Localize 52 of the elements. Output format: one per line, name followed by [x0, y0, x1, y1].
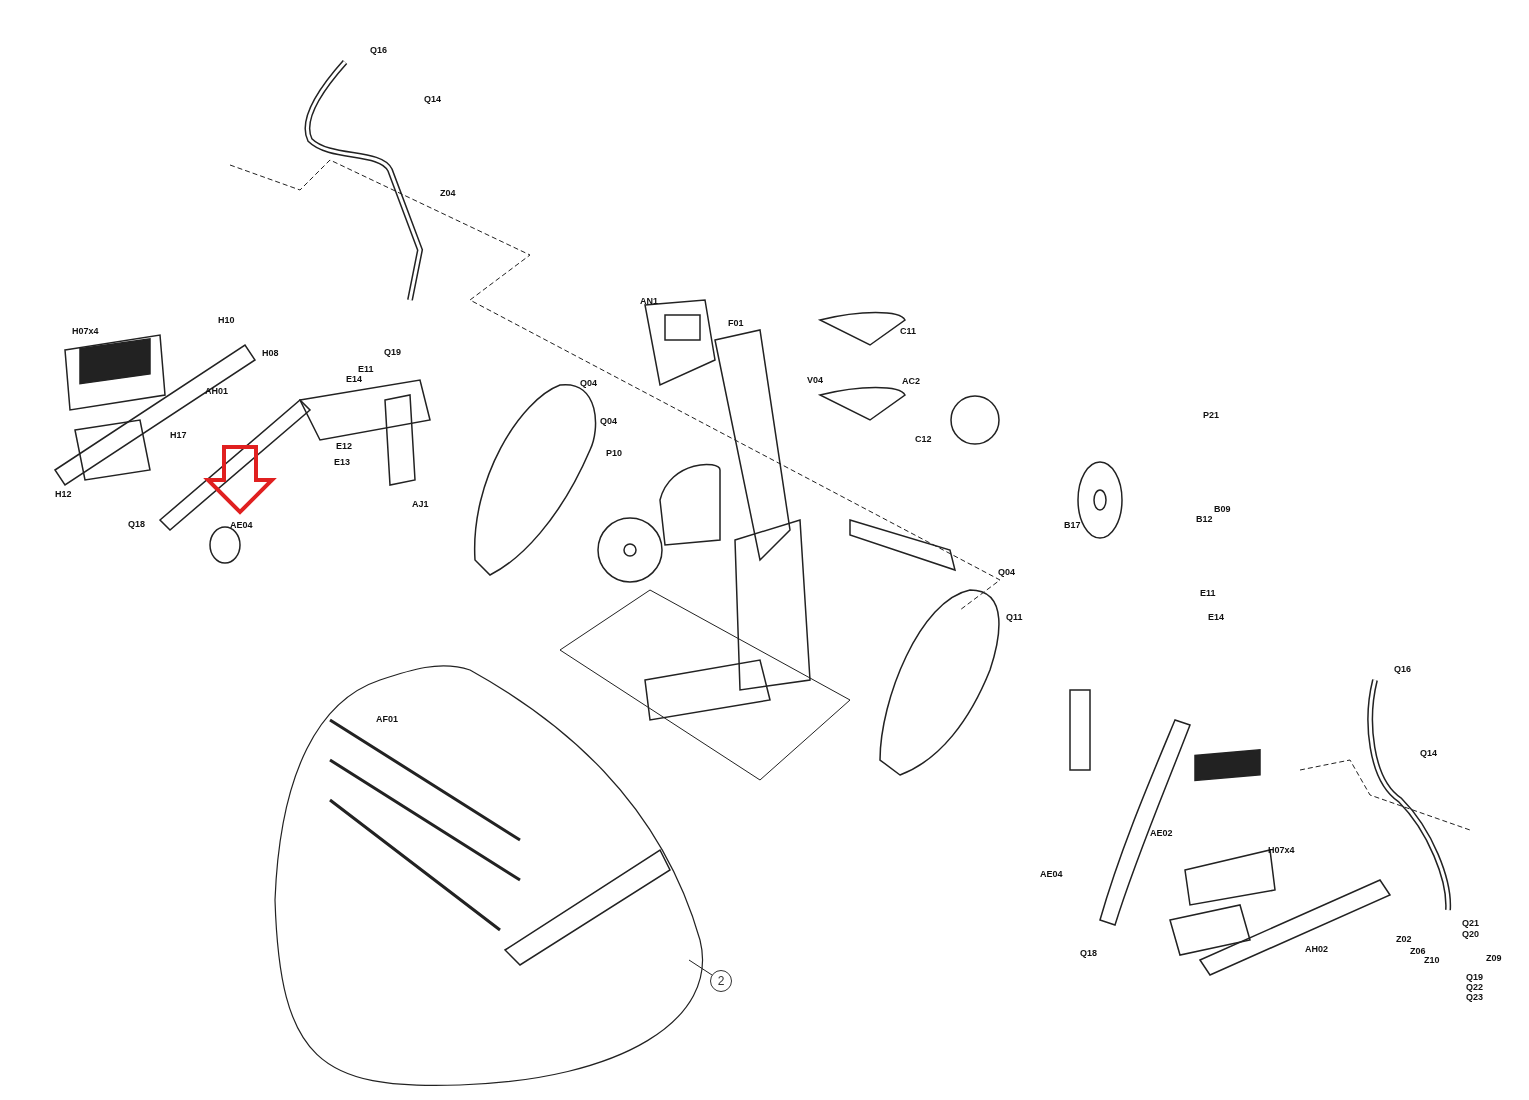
part-number: Q14 [424, 94, 441, 104]
part-number: V04 [807, 375, 823, 385]
part-number: Q16 [370, 45, 387, 55]
part-number: C11 [900, 326, 916, 336]
part-number: E12 [336, 441, 352, 451]
part-number: Q21 [1462, 918, 1479, 928]
part-number: F01 [728, 318, 744, 328]
part-number: AE04 [1040, 869, 1063, 879]
part-number: AJ1 [412, 499, 429, 509]
part-number: Q18 [128, 519, 145, 529]
part-number: P10 [606, 448, 622, 458]
part-number: AF01 [376, 714, 398, 724]
part-number: Q23 [1466, 992, 1483, 1002]
part-number: B17 [1064, 520, 1081, 530]
part-number: E11 [358, 364, 374, 374]
part-number: P21 [1203, 410, 1219, 420]
part-number: AC2 [902, 376, 920, 386]
part-number: B09 [1214, 504, 1231, 514]
part-number: Q11 [1006, 612, 1023, 622]
part-number: Q20 [1462, 929, 1479, 939]
part-number: AE02 [1150, 828, 1173, 838]
part-number: Z04 [440, 188, 456, 198]
part-number: Q04 [998, 567, 1015, 577]
part-number: H17 [170, 430, 187, 440]
part-number: B12 [1196, 514, 1213, 524]
part-number: H12 [55, 489, 72, 499]
part-number: Q16 [1394, 664, 1411, 674]
part-number: Z02 [1396, 934, 1412, 944]
part-number: E13 [334, 457, 350, 467]
part-number: Q04 [600, 416, 617, 426]
part-number: E14 [1208, 612, 1224, 622]
part-number: Z09 [1486, 953, 1502, 963]
part-number: E14 [346, 374, 362, 384]
part-number: Z06 [1410, 946, 1426, 956]
part-number: E11 [1200, 588, 1216, 598]
part-number: H10 [218, 315, 235, 325]
part-number: Q14 [1420, 748, 1437, 758]
part-number: H07x4 [72, 326, 99, 336]
part-number: AH02 [1305, 944, 1328, 954]
part-number: Q22 [1466, 982, 1483, 992]
part-number: AE04 [230, 520, 253, 530]
part-number: H08 [262, 348, 279, 358]
callout-number: 2 [710, 970, 732, 992]
part-number: H07x4 [1268, 845, 1295, 855]
part-number: Q04 [580, 378, 597, 388]
part-number: Q19 [384, 347, 401, 357]
part-number: Q19 [1466, 972, 1483, 982]
part-number: AN1 [640, 296, 658, 306]
part-number: AH01 [205, 386, 228, 396]
part-number: Z10 [1424, 955, 1440, 965]
part-number: C12 [915, 434, 932, 444]
part-number: Q18 [1080, 948, 1097, 958]
